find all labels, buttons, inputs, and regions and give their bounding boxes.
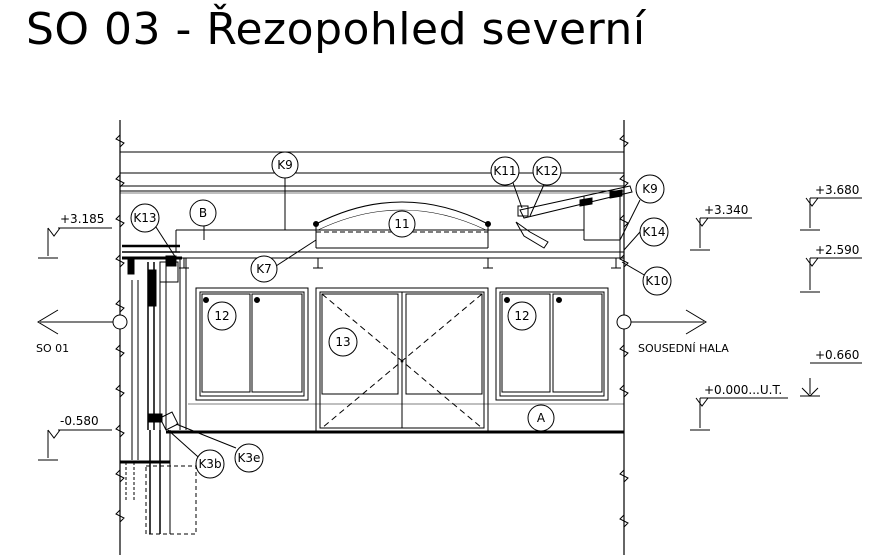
tag-13: 13 <box>335 335 350 349</box>
tag-k11: K11 <box>493 164 516 178</box>
tag-k9-top: K9 <box>277 158 293 172</box>
skylight <box>313 201 491 249</box>
window-right <box>495 287 609 401</box>
level-markers <box>38 197 862 461</box>
tag-k3e: K3e <box>238 451 261 465</box>
tag-k3b: K3b <box>198 457 221 471</box>
level-labels: +3.185 -0.580 +3.340 +3.680 +2.590 +0.66… <box>60 183 859 428</box>
roof-structure <box>120 151 624 269</box>
tag-k13: K13 <box>133 211 156 225</box>
level-0000: +0.000...U.T. <box>704 383 782 397</box>
tag-a: A <box>537 411 546 425</box>
side-arrows <box>37 309 707 335</box>
side-labels: SO 01 SOUSEDNÍ HALA <box>36 342 729 355</box>
tag-k14: K14 <box>642 225 665 239</box>
gutter-detail <box>515 185 633 249</box>
callout-circles <box>130 151 672 479</box>
tag-k10: K10 <box>645 274 668 288</box>
left-wall <box>120 244 197 535</box>
tag-12-right: 12 <box>514 309 529 323</box>
tag-k12: K12 <box>535 164 558 178</box>
drawing-title: SO 03 - Řezopohled severní <box>26 4 646 55</box>
gate <box>315 287 489 433</box>
level-3340: +3.340 <box>704 203 748 217</box>
tag-11: 11 <box>394 217 409 231</box>
label-sousedni-hala: SOUSEDNÍ HALA <box>638 342 729 355</box>
tag-b: B <box>199 206 207 220</box>
tag-k9-right: K9 <box>642 182 658 196</box>
level-0660: +0.660 <box>815 348 859 362</box>
level-3680: +3.680 <box>815 183 859 197</box>
level-3185: +3.185 <box>60 212 104 226</box>
level-2590: +2.590 <box>815 243 859 257</box>
level-0580: -0.580 <box>60 414 99 428</box>
label-so01: SO 01 <box>36 342 69 355</box>
tag-k7: K7 <box>256 262 272 276</box>
tag-12-left: 12 <box>214 309 229 323</box>
window-left <box>195 287 309 401</box>
callout-labels: K9 K11 K12 K9 K13 B 11 K7 K14 K10 12 12 … <box>133 158 668 471</box>
